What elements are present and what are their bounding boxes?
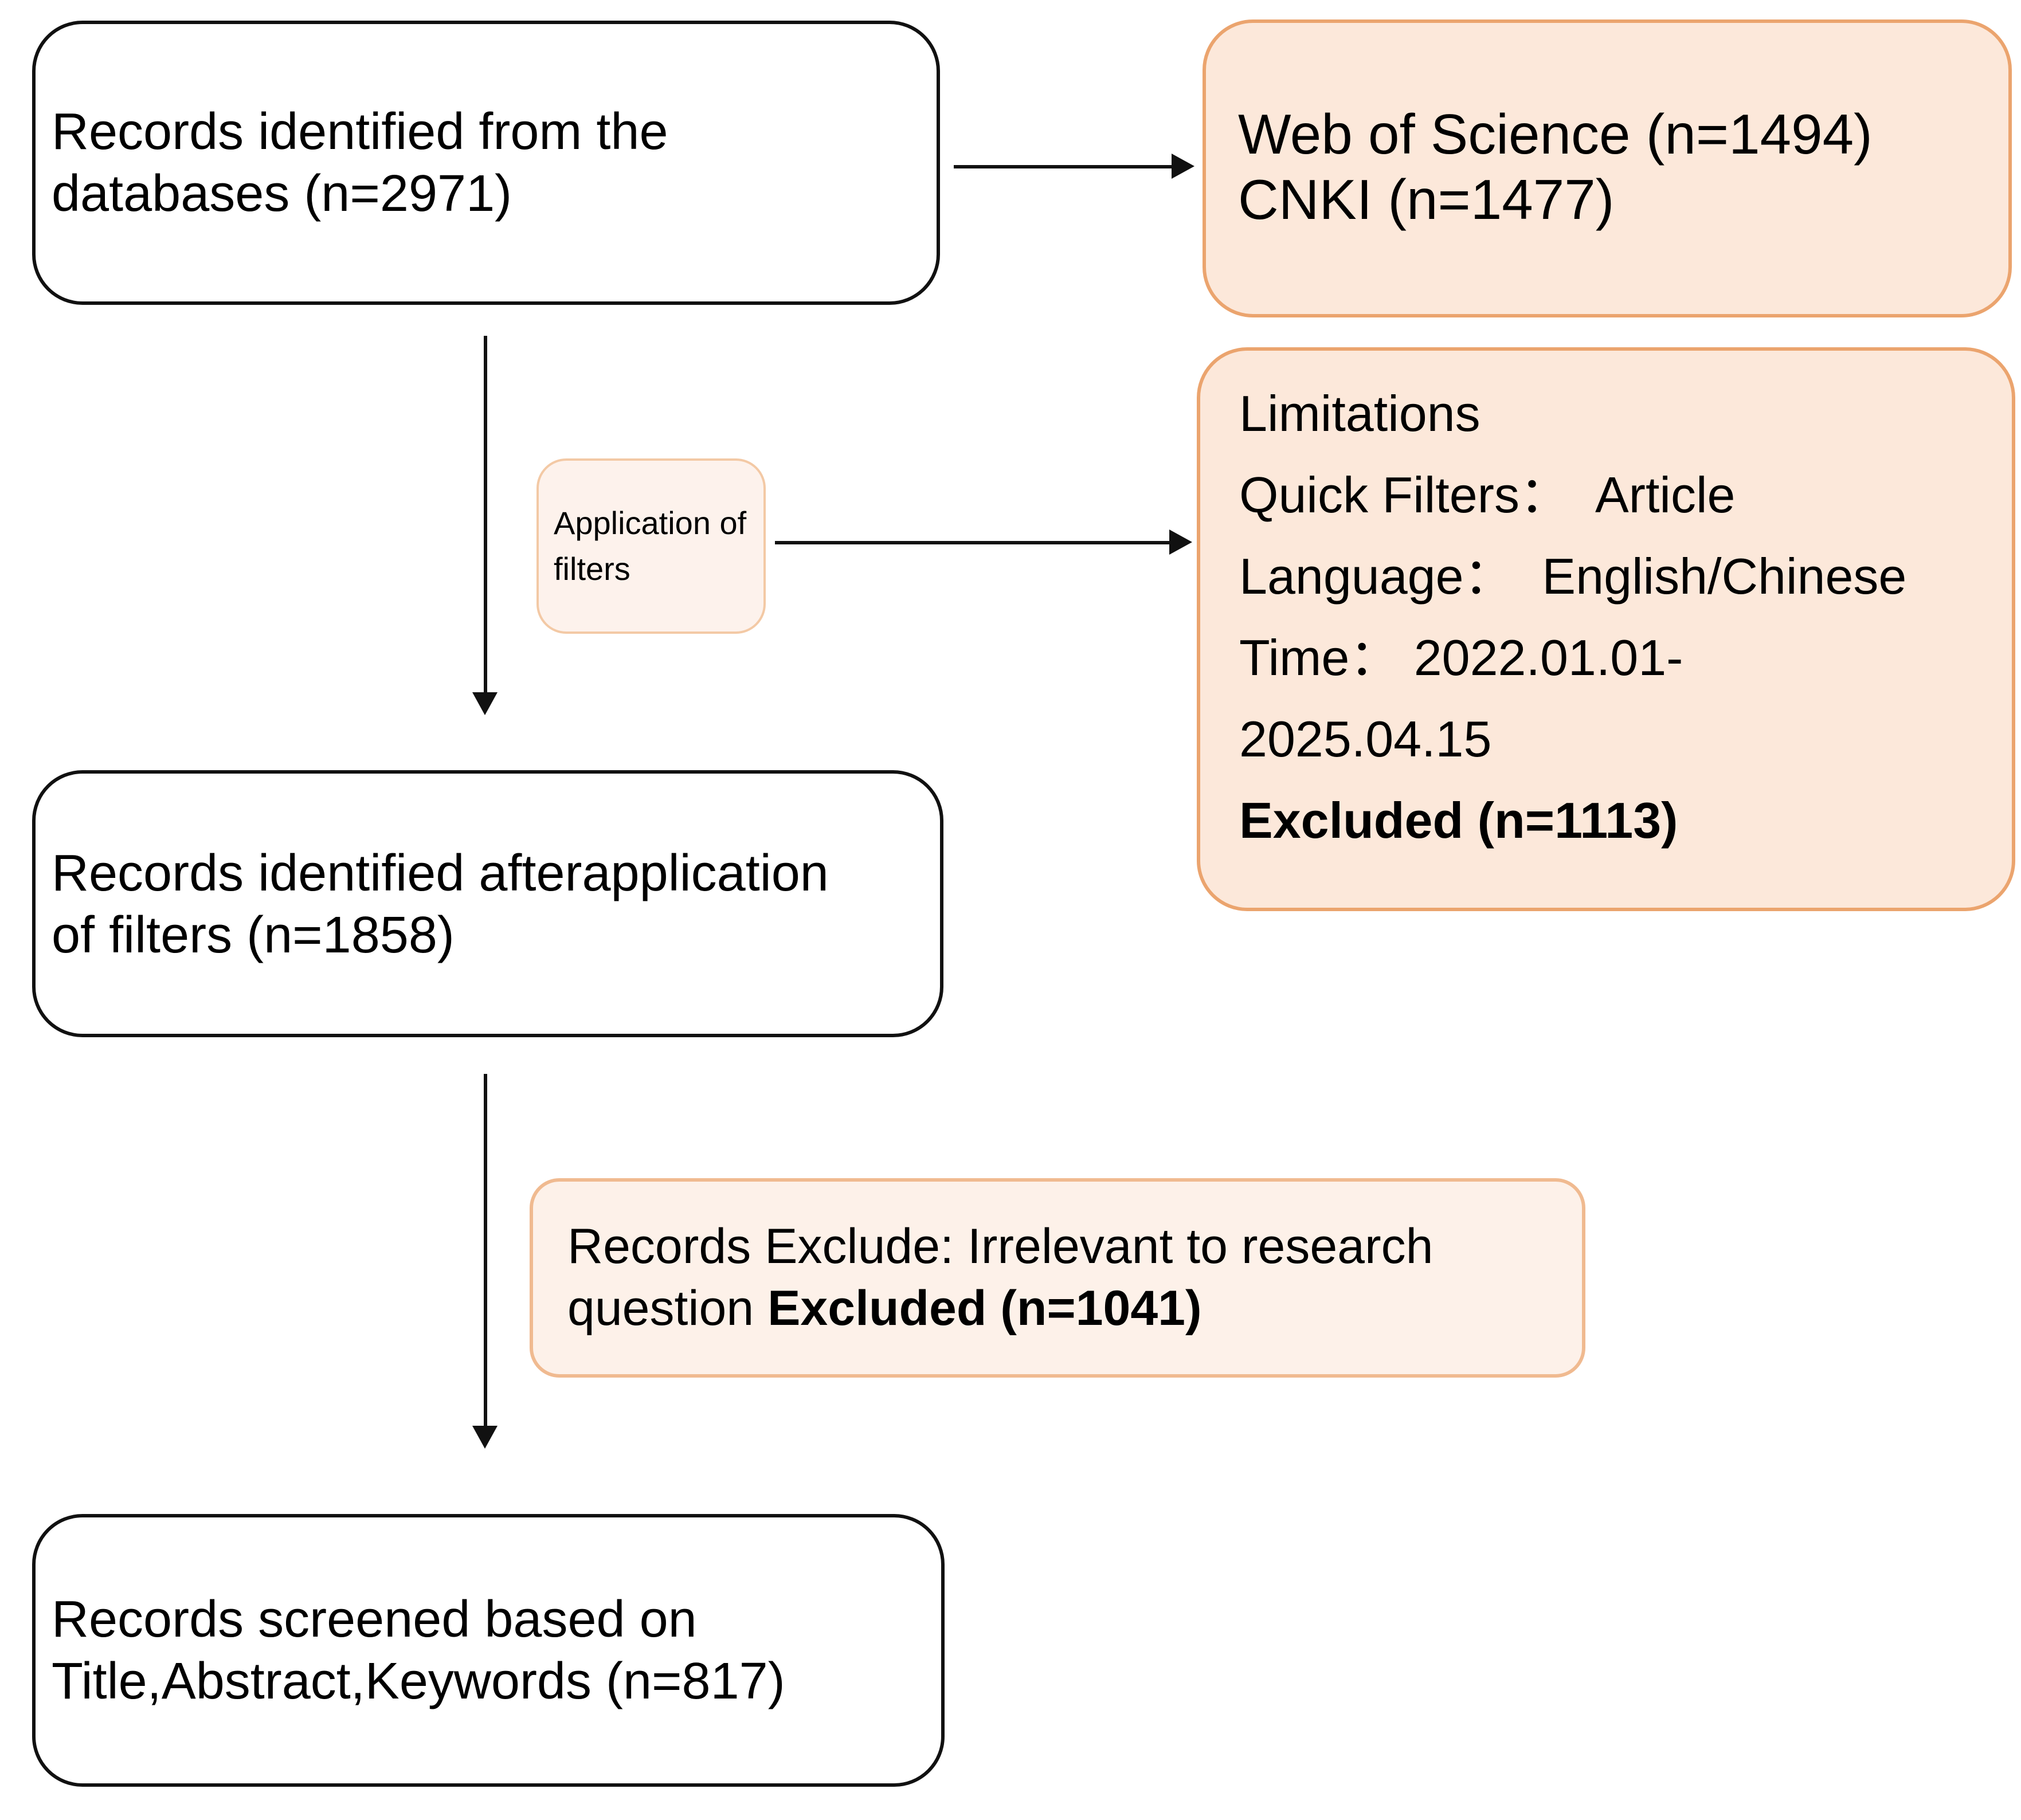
box-text-line: Title,Abstract,Keywords (n=817) xyxy=(52,1652,785,1710)
box-text-segment: Records Exclude: Irrelevant to research … xyxy=(567,1219,1433,1336)
box-text-line: Application of xyxy=(554,505,747,540)
arrow-shaft xyxy=(775,541,1172,544)
arrow-shaft xyxy=(484,1074,487,1427)
box-application-of-filters: Application of filters xyxy=(536,458,766,634)
box-text-line: of filters (n=1858) xyxy=(52,905,455,963)
arrow-shaft xyxy=(954,165,1174,168)
box-text-line: filters xyxy=(554,551,630,586)
box-text-line: 2025.04.15 xyxy=(1239,712,1492,768)
arrowhead-right-icon xyxy=(1169,529,1192,555)
arrow-shaft xyxy=(484,336,487,693)
box-text-line: CNKI (n=1477) xyxy=(1238,170,1615,232)
box-database-counts: Web of Science (n=1494) CNKI (n=1477) xyxy=(1203,19,2012,317)
box-text-excluded-count: Excluded (n=1113) xyxy=(1239,793,1678,849)
box-records-identified-databases: Records identified from the databases (n… xyxy=(32,21,940,305)
box-text-line: Records identified afterapplication xyxy=(52,843,829,901)
box-text-line: Web of Science (n=1494) xyxy=(1238,104,1873,166)
box-records-exclude: Records Exclude: Irrelevant to research … xyxy=(530,1178,1585,1378)
box-text-line: Time： 2022.01.01- xyxy=(1239,630,1683,687)
box-text-line: Records screened based on xyxy=(52,1590,697,1648)
box-text-paragraph: Records Exclude: Irrelevant to research … xyxy=(567,1216,1548,1340)
arrowhead-right-icon xyxy=(1172,154,1194,179)
arrowhead-down-icon xyxy=(472,692,498,715)
box-text-line: Records identified from the xyxy=(52,102,668,160)
arrowhead-down-icon xyxy=(472,1426,498,1449)
box-text-excluded-count: Excluded (n=1041) xyxy=(767,1281,1202,1336)
box-text-line: Limitations xyxy=(1239,386,1480,442)
box-records-after-filters: Records identified afterapplication of f… xyxy=(32,770,943,1037)
box-text-line: Quick Filters： Article xyxy=(1239,468,1736,524)
box-text-line: databases (n=2971) xyxy=(52,164,512,222)
box-records-screened: Records screened based on Title,Abstract… xyxy=(32,1514,945,1787)
box-limitations: Limitations Quick Filters： Article Langu… xyxy=(1197,347,2015,911)
box-text-line: Language： English/Chinese xyxy=(1239,549,1907,605)
